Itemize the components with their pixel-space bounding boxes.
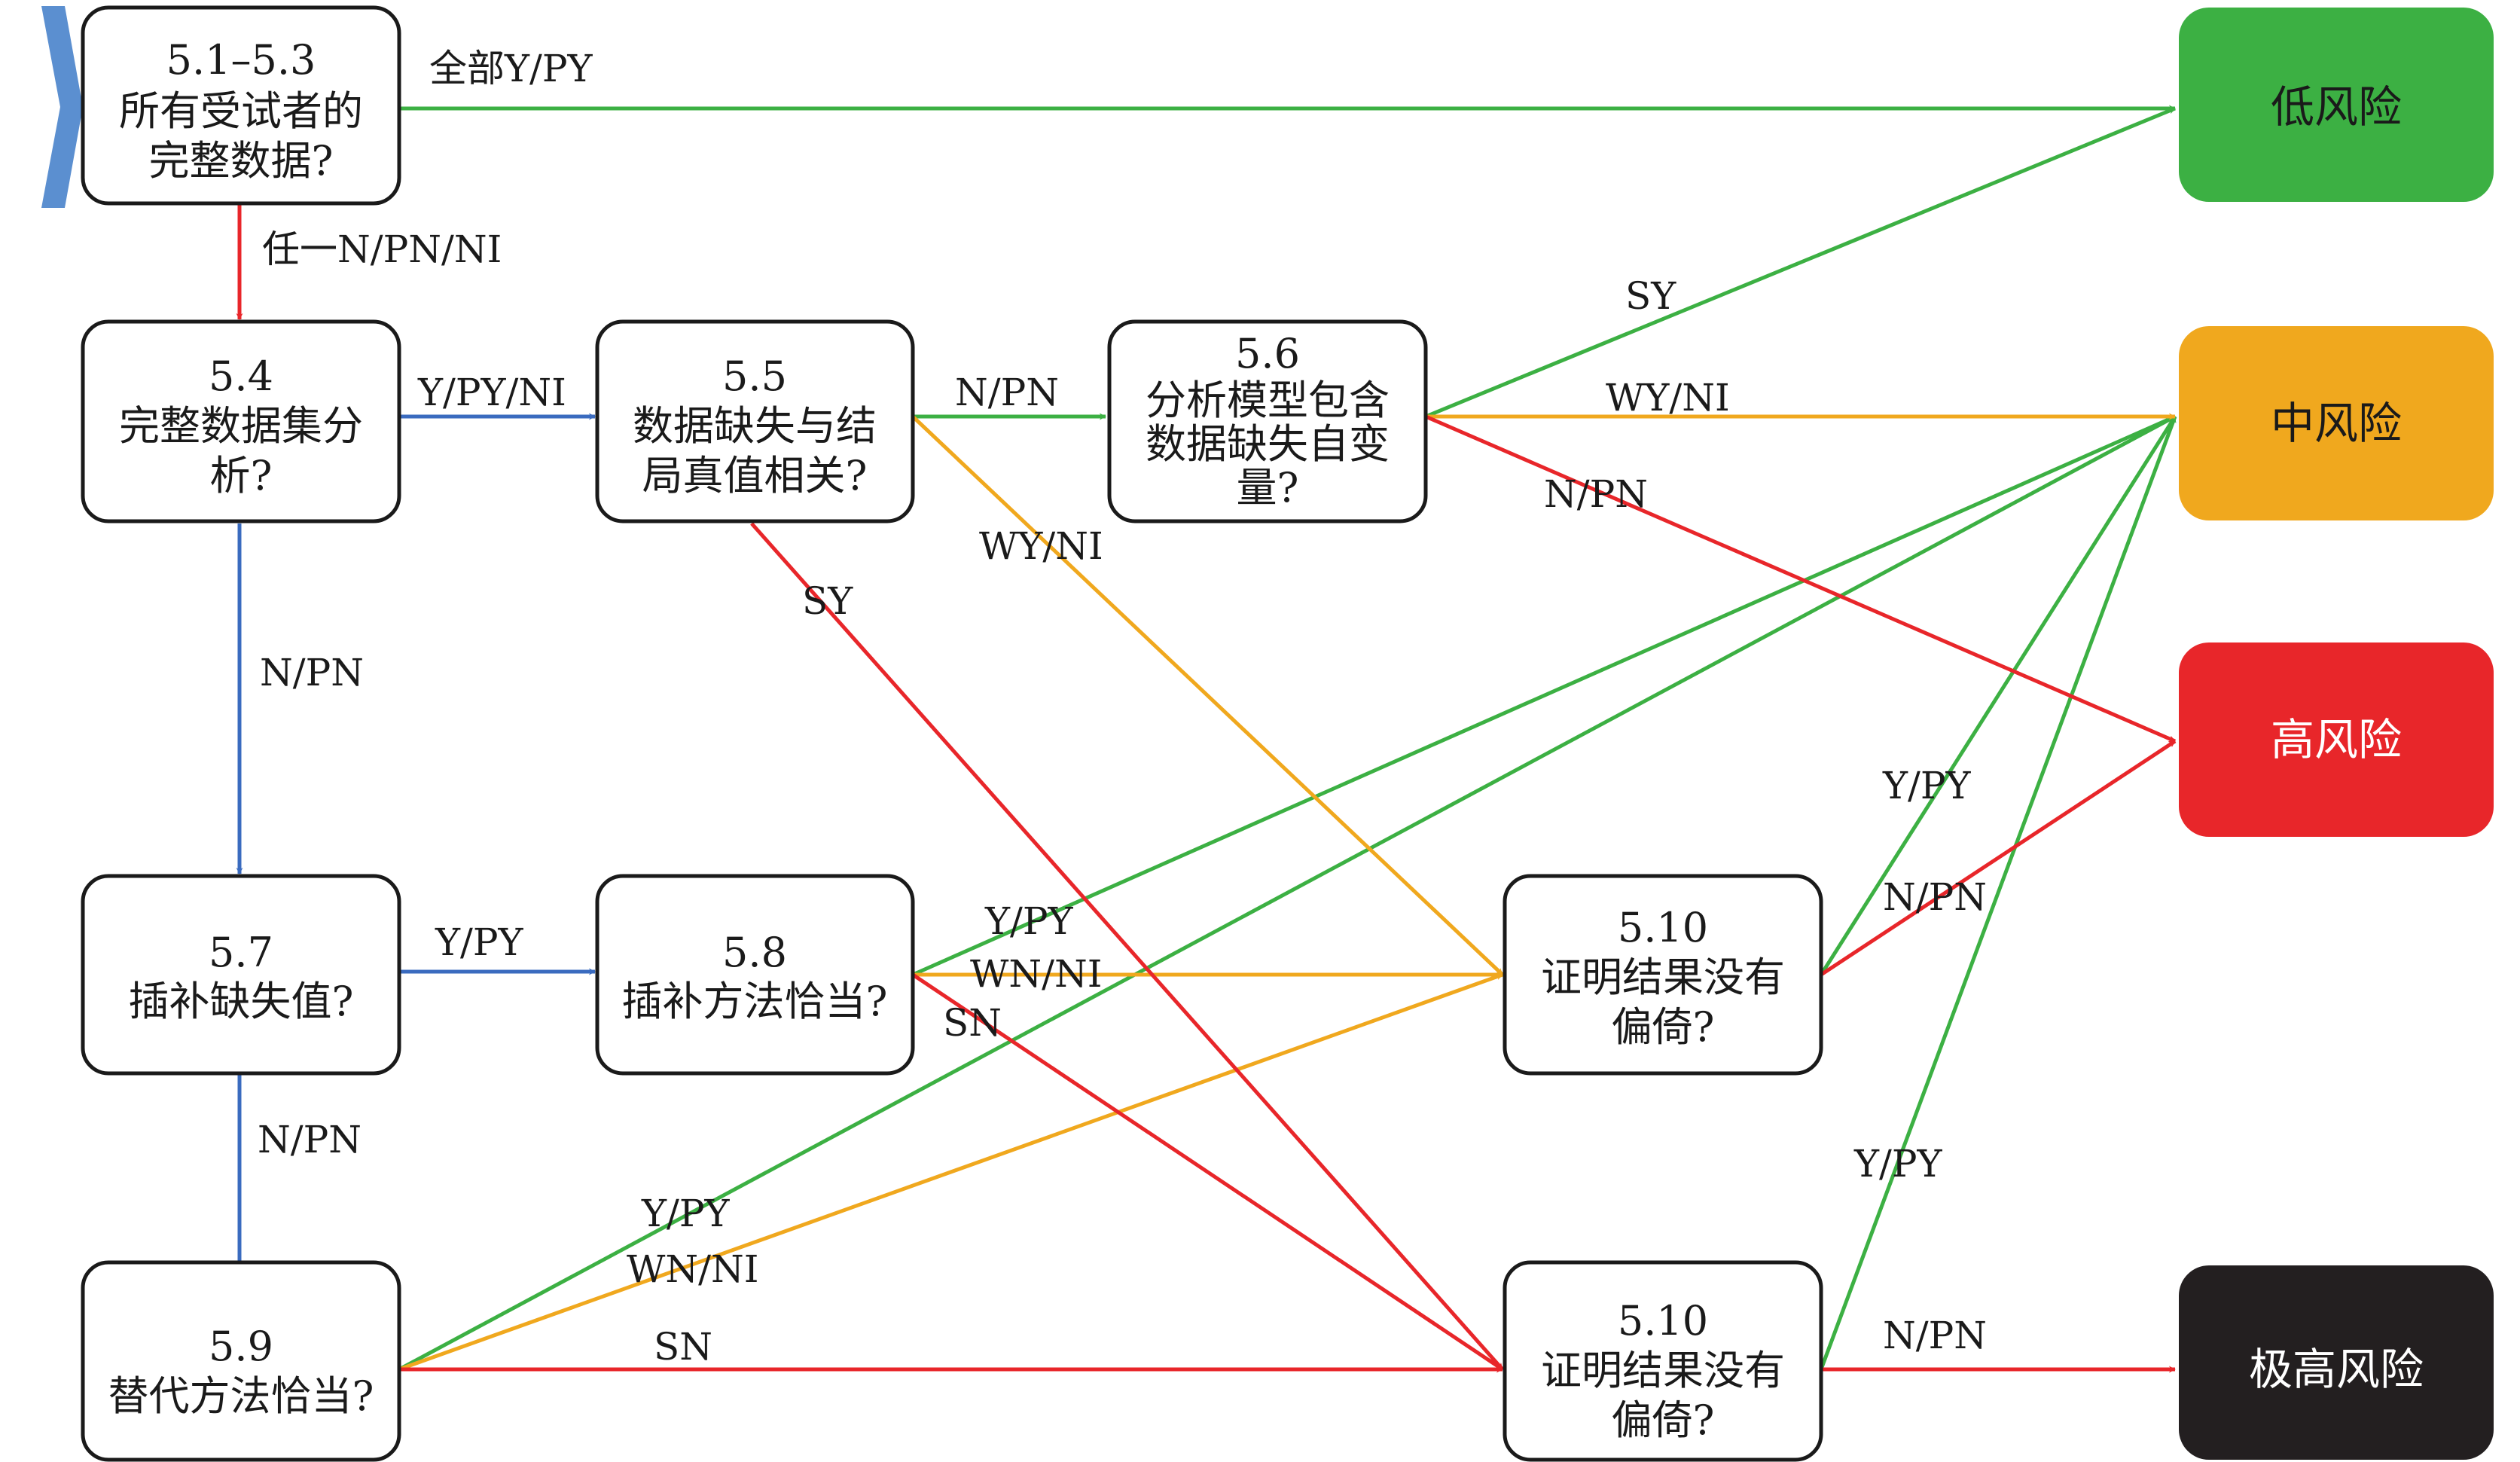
risk-medium-label: 中风险 bbox=[2271, 398, 2402, 449]
node-5-6-line-2: 数据缺失自变 bbox=[1146, 420, 1390, 468]
label-510b-mid: Y/PY bbox=[1853, 1142, 1942, 1186]
node-5-6: 5.6 分析模型包含 数据缺失自变 量? bbox=[1107, 319, 1428, 523]
risk-very-high: 极高风险 bbox=[2179, 1265, 2494, 1460]
edge-59-to-510a bbox=[398, 972, 1503, 1372]
label-58-510a: WN/NI bbox=[970, 952, 1103, 996]
node-5-1-line-1: 所有受试者的 bbox=[119, 87, 363, 135]
node-5-10-upper: 5.10 证明结果没有 偏倚? bbox=[1503, 874, 1823, 1076]
node-5-9-id: 5.9 bbox=[209, 1323, 273, 1370]
node-5-4: 5.4 完整数据集分 析? bbox=[81, 319, 401, 523]
node-5-9-line-1: 替代方法恰当? bbox=[108, 1372, 374, 1420]
label-54-55: Y/PY/NI bbox=[417, 371, 566, 414]
label-57-59: N/PN bbox=[258, 1118, 362, 1161]
node-5-10-upper-id: 5.10 bbox=[1618, 904, 1708, 951]
node-5-10-lower: 5.10 证明结果没有 偏倚? bbox=[1503, 1260, 1823, 1462]
node-5-8: 5.8 插补方法恰当? bbox=[595, 874, 915, 1076]
label-55-56: N/PN bbox=[955, 371, 1059, 414]
label-510b-vhigh: N/PN bbox=[1883, 1314, 1987, 1357]
start-chevron-icon bbox=[41, 6, 83, 208]
node-5-9: 5.9 替代方法恰当? bbox=[81, 1260, 401, 1462]
label-55-510a: WY/NI bbox=[979, 524, 1103, 568]
node-5-7-line-1: 插补缺失值? bbox=[129, 978, 354, 1025]
label-56-low: SY bbox=[1625, 274, 1676, 318]
label-51-low: 全部Y/PY bbox=[429, 47, 593, 90]
label-59-mid: Y/PY bbox=[641, 1192, 730, 1235]
edge-58-to-510b bbox=[911, 972, 1504, 1372]
risk-low-label: 低风险 bbox=[2271, 81, 2402, 133]
node-5-10-upper-line-1: 证明结果没有 bbox=[1541, 954, 1785, 1001]
label-59-510a: WN/NI bbox=[627, 1247, 759, 1291]
node-5-10-lower-line-1: 证明结果没有 bbox=[1541, 1347, 1785, 1394]
label-59-510b: SN bbox=[654, 1325, 712, 1369]
node-5-5-line-1: 数据缺失与结 bbox=[633, 402, 877, 450]
label-510a-mid: Y/PY bbox=[1882, 764, 1971, 807]
node-5-1-line-2: 完整数据? bbox=[149, 137, 334, 185]
node-5-6-line-3: 量? bbox=[1237, 464, 1299, 511]
node-5-7-id: 5.7 bbox=[209, 929, 273, 976]
edge-510a-to-high bbox=[1820, 739, 2177, 977]
node-5-10-lower-line-2: 偏倚? bbox=[1612, 1396, 1715, 1444]
risk-low: 低风险 bbox=[2179, 8, 2494, 202]
node-5-1-id: 5.1–5.3 bbox=[166, 36, 316, 84]
label-57-58: Y/PY bbox=[435, 920, 523, 964]
edge-56-to-low bbox=[1425, 106, 2176, 419]
node-5-8-line-1: 插补方法恰当? bbox=[622, 978, 888, 1025]
node-5-8-id: 5.8 bbox=[722, 929, 787, 976]
node-5-5-id: 5.5 bbox=[722, 353, 787, 400]
risk-very-high-label: 极高风险 bbox=[2249, 1344, 2424, 1395]
edge-55-to-510b bbox=[750, 522, 1504, 1371]
label-58-mid: Y/PY bbox=[984, 899, 1073, 943]
node-5-10-lower-id: 5.10 bbox=[1618, 1297, 1708, 1344]
node-5-5-line-2: 局真值相关? bbox=[642, 452, 868, 499]
label-56-mid: WY/NI bbox=[1606, 376, 1730, 420]
edge-510a-to-mid bbox=[1819, 415, 2177, 976]
label-58-510b: SN bbox=[943, 1001, 1002, 1045]
label-55-510b: SY bbox=[802, 579, 853, 623]
label-510a-high: N/PN bbox=[1883, 875, 1987, 919]
node-5-4-line-1: 完整数据集分 bbox=[119, 402, 363, 450]
label-51-54: 任一N/PN/NI bbox=[262, 227, 502, 271]
node-5-5: 5.5 数据缺失与结 局真值相关? bbox=[595, 319, 915, 523]
node-5-6-line-1: 分析模型包含 bbox=[1146, 377, 1390, 424]
edge-55-to-510a bbox=[911, 415, 1504, 976]
node-5-6-id: 5.6 bbox=[1235, 330, 1300, 377]
risk-high: 高风险 bbox=[2179, 642, 2494, 837]
edge-58-to-mid bbox=[911, 414, 2177, 977]
node-5-7: 5.7 插补缺失值? bbox=[81, 874, 401, 1076]
node-5-4-line-2: 析? bbox=[210, 452, 273, 499]
node-5-1: 5.1–5.3 所有受试者的 完整数据? bbox=[81, 5, 401, 206]
risk-medium: 中风险 bbox=[2179, 326, 2494, 520]
risk-high-label: 高风险 bbox=[2271, 714, 2402, 765]
edge-56-to-high bbox=[1425, 414, 2176, 743]
edge-59-to-mid bbox=[398, 414, 2177, 1372]
edge-510b-to-mid bbox=[1819, 416, 2177, 1370]
node-5-10-upper-line-2: 偏倚? bbox=[1612, 1003, 1715, 1051]
label-56-high: N/PN bbox=[1544, 472, 1648, 516]
node-5-4-id: 5.4 bbox=[209, 353, 273, 400]
label-54-57: N/PN bbox=[260, 651, 364, 694]
